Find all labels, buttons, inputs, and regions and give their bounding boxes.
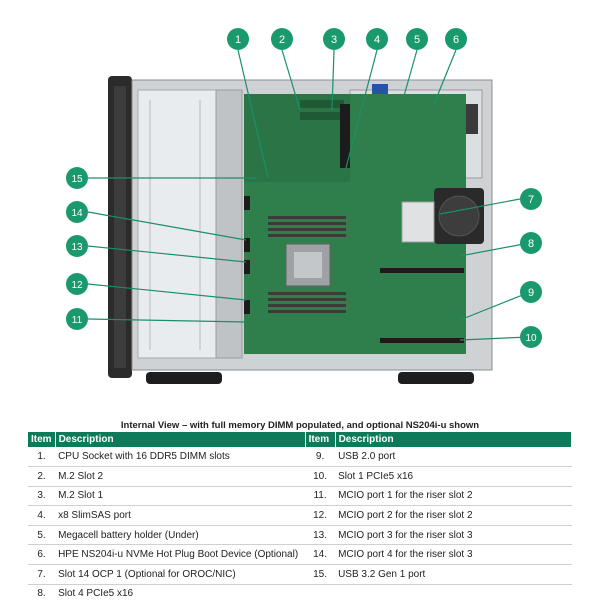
item-description: MCIO port 4 for the riser slot 3: [335, 544, 572, 566]
item-description: M.2 Slot 2: [55, 466, 306, 487]
header-item-left: Item: [28, 432, 56, 447]
item-description: Slot 4 PCIe5 x16: [55, 584, 306, 600]
item-description: MCIO port 2 for the riser slot 2: [335, 505, 572, 526]
fan-rotor: [438, 195, 480, 237]
item-number: 11.: [305, 486, 336, 507]
item-description: HPE NS204i-u NVMe Hot Plug Boot Device (…: [55, 544, 306, 566]
chassis-foot: [398, 372, 474, 384]
item-number: 10.: [305, 466, 336, 487]
callout-3: [323, 28, 345, 50]
table-row: 5. Megacell battery holder (Under) 13. M…: [28, 525, 572, 546]
table-row: 2. M.2 Slot 2 10. Slot 1 PCIe5 x16: [28, 466, 572, 487]
mcio-ports: [244, 196, 250, 314]
callout-14-label: 14: [71, 208, 83, 219]
item-number: 12.: [305, 505, 336, 526]
item-number: 3.: [28, 486, 56, 507]
table-body: 1. CPU Socket with 16 DDR5 DIMM slots 9.…: [28, 447, 572, 600]
dimm-bank-left: [268, 216, 346, 313]
pcie-slot-4: [380, 268, 464, 273]
table-row: 3. M.2 Slot 1 11. MCIO port 1 for the ri…: [28, 486, 572, 507]
callout-badges: 1 2 3 4 5 6 7 8 9 10 11 12 13 14 15: [66, 28, 542, 348]
header-description-left: Description: [55, 432, 306, 447]
item-description: x8 SlimSAS port: [55, 505, 306, 526]
callout-15-label: 15: [71, 174, 83, 185]
chassis-foot: [146, 372, 222, 384]
callout-15: [66, 167, 88, 189]
callout-8-label: 8: [528, 238, 534, 250]
callout-6: [445, 28, 467, 50]
callout-2: [271, 28, 293, 50]
callout-5: [406, 28, 428, 50]
callout-1-label: 1: [235, 34, 241, 46]
callout-4: [366, 28, 388, 50]
server-internal-view-illustration: 1 2 3 4 5 6 7 8 9 10 11 12 13 14 15: [66, 28, 542, 384]
item-number: 7.: [28, 564, 56, 585]
table-row: 4. x8 SlimSAS port 12. MCIO port 2 for t…: [28, 505, 572, 526]
callout-2-label: 2: [279, 34, 285, 46]
table-row: 8. Slot 4 PCIe5 x16: [28, 584, 572, 600]
item-description: CPU Socket with 16 DDR5 DIMM slots: [55, 447, 306, 468]
item-number: 15.: [305, 564, 336, 585]
callout-11: [66, 308, 88, 330]
header-item-right: Item: [305, 432, 336, 447]
callout-10-label: 10: [525, 333, 537, 344]
callout-9-label: 9: [528, 287, 534, 299]
callout-4-label: 4: [374, 34, 380, 46]
callout-14: [66, 201, 88, 223]
item-number: 1.: [28, 447, 56, 468]
cpu-heatsink-top: [294, 252, 322, 278]
callout-leader-lines: [87, 49, 531, 341]
table-header-row: Item Description Item Description: [28, 432, 573, 447]
item-number: 2.: [28, 466, 56, 487]
table-header: Item Description Item Description: [28, 432, 573, 447]
table-row: 7. Slot 14 OCP 1 (Optional for OROC/NIC)…: [28, 564, 572, 585]
item-description: Slot 14 OCP 1 (Optional for OROC/NIC): [55, 564, 306, 585]
callout-8: [520, 232, 542, 254]
callout-13: [66, 235, 88, 257]
item-description: MCIO port 3 for the riser slot 3: [335, 525, 572, 546]
callout-12-label: 12: [71, 280, 83, 291]
item-number: 9.: [305, 447, 336, 468]
item-number: 4.: [28, 505, 56, 526]
item-description: [335, 584, 572, 600]
callout-7: [520, 188, 542, 210]
item-description: Slot 1 PCIe5 x16: [335, 466, 572, 487]
item-number: 5.: [28, 525, 56, 546]
drive-cage: [137, 89, 217, 359]
callout-10: [520, 326, 542, 348]
callout-6-label: 6: [453, 34, 459, 46]
pcie-slot-1: [380, 338, 464, 343]
callout-9: [520, 281, 542, 303]
m2-slot: [300, 112, 344, 120]
table-row: 6. HPE NS204i-u NVMe Hot Plug Boot Devic…: [28, 544, 572, 566]
callout-13-label: 13: [71, 242, 83, 253]
figure-caption: Internal View – with full memory DIMM po…: [120, 420, 480, 431]
item-description: USB 2.0 port: [335, 447, 572, 468]
slimsas-port: [340, 104, 350, 168]
item-number: 14.: [305, 544, 336, 566]
component-table: Item Description Item Description 1. CPU…: [28, 432, 573, 600]
header-description-right: Description: [335, 432, 573, 447]
m2-slot: [300, 100, 344, 108]
callout-7-label: 7: [528, 194, 534, 206]
callout-12: [66, 273, 88, 295]
callout-3-label: 3: [331, 34, 337, 46]
callout-11-label: 11: [72, 315, 83, 326]
chassis-divider: [215, 89, 243, 359]
item-number: [305, 584, 336, 600]
item-number: 8.: [28, 584, 56, 600]
item-description: MCIO port 1 for the riser slot 2: [335, 486, 572, 507]
table-row: 1. CPU Socket with 16 DDR5 DIMM slots 9.…: [28, 447, 572, 468]
callout-5-label: 5: [414, 34, 420, 46]
item-description: Megacell battery holder (Under): [55, 525, 306, 546]
item-description: M.2 Slot 1: [55, 486, 306, 507]
ocp-slot: [401, 201, 435, 243]
bezel-inner: [114, 86, 126, 368]
item-number: 6.: [28, 544, 56, 566]
callout-1: [227, 28, 249, 50]
item-description: USB 3.2 Gen 1 port: [335, 564, 572, 585]
item-number: 13.: [305, 525, 336, 546]
